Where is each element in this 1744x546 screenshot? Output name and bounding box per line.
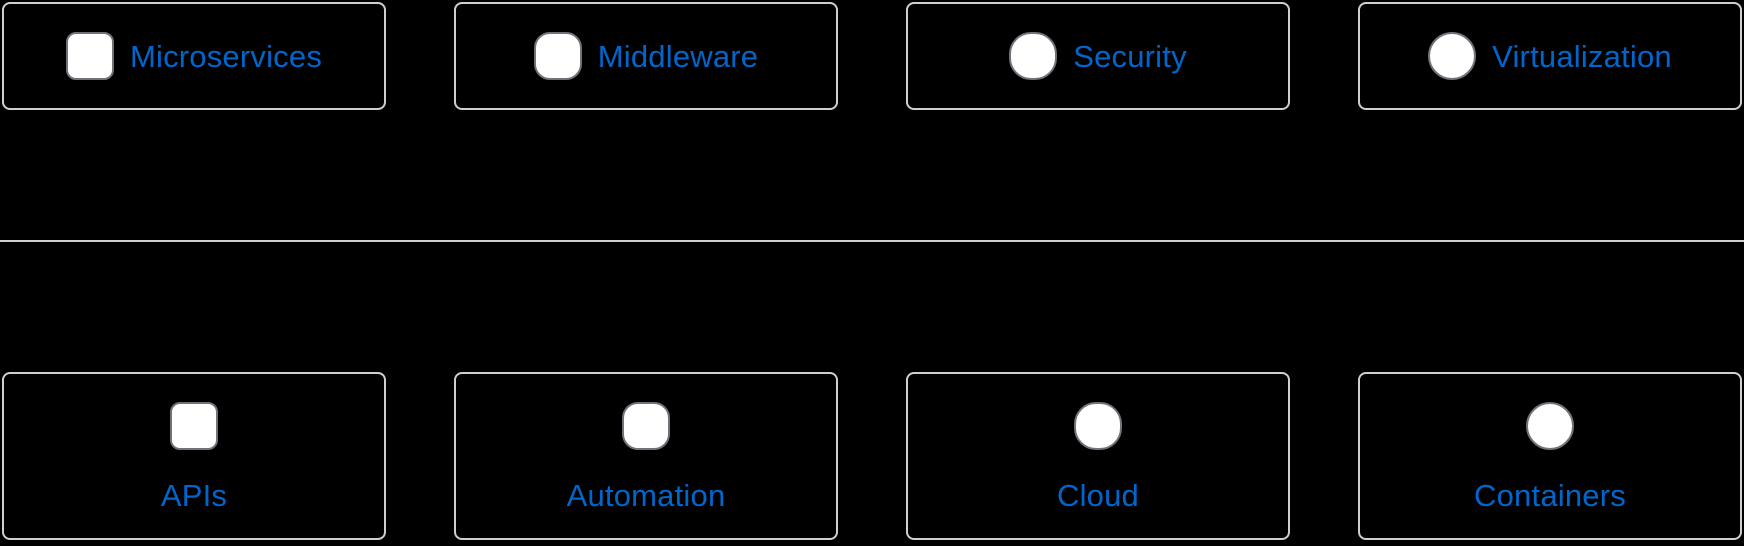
squircle-icon <box>1009 32 1058 80</box>
circle-icon <box>1526 401 1574 450</box>
tile-middleware[interactable]: Middleware <box>454 2 838 110</box>
tile-apis[interactable]: APIs <box>2 372 386 540</box>
rounded-square-icon <box>170 401 218 450</box>
circle-icon <box>1428 32 1477 80</box>
tile-label: Cloud <box>1057 477 1139 513</box>
tile-security[interactable]: Security <box>906 2 1290 110</box>
tile-containers[interactable]: Containers <box>1358 372 1742 540</box>
horizontal-tiles-section: Microservices Middleware Security Virtua… <box>0 2 1744 110</box>
tile-label: Middleware <box>597 38 759 74</box>
tile-cloud[interactable]: Cloud <box>906 372 1290 540</box>
tile-label: Virtualization <box>1492 38 1672 74</box>
soft-rounded-square-icon <box>622 401 670 450</box>
soft-rounded-square-icon <box>533 32 582 80</box>
tile-label: Microservices <box>129 38 323 74</box>
tile-label: APIs <box>160 477 228 513</box>
section-divider <box>0 240 1744 242</box>
rounded-square-icon <box>65 32 114 80</box>
tile-label: Containers <box>1474 477 1626 513</box>
tile-automation[interactable]: Automation <box>454 372 838 540</box>
stacked-tiles-section: APIs Automation Cloud Containers <box>0 372 1744 540</box>
tile-label: Security <box>1073 38 1187 74</box>
tile-virtualization[interactable]: Virtualization <box>1358 2 1742 110</box>
tile-label: Automation <box>566 477 726 513</box>
tile-microservices[interactable]: Microservices <box>2 2 386 110</box>
squircle-icon <box>1074 401 1122 450</box>
